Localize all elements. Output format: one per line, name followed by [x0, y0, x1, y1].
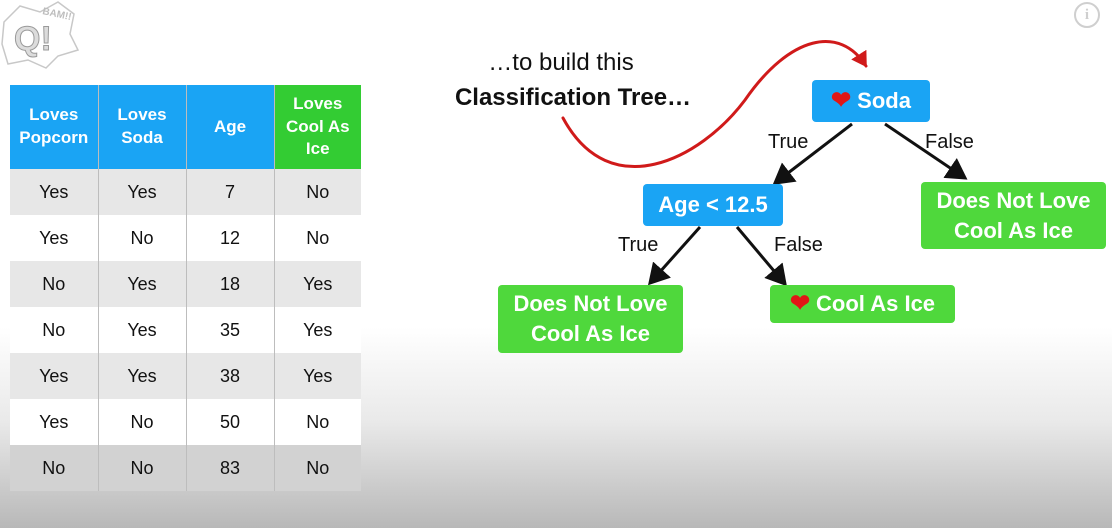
cell-age: 18 — [186, 261, 275, 307]
cell-loves-soda: Yes — [98, 169, 187, 215]
caption-line-2: Classification Tree… — [454, 84, 692, 111]
edge-root-true — [772, 122, 853, 185]
info-icon[interactable]: i — [1074, 2, 1100, 28]
root-true-label: True — [768, 131, 809, 153]
cell-loves-soda: Yes — [98, 353, 187, 399]
cell-loves-popcorn: Yes — [10, 399, 99, 445]
cell-loves-cool-as-ice: Yes — [274, 307, 361, 353]
red-curved-arrow — [561, 40, 868, 168]
leaf-age-false: ❤ Cool As Ice — [770, 285, 955, 323]
cell-age: 38 — [186, 353, 275, 399]
cell-loves-popcorn: No — [10, 307, 99, 353]
cell-loves-popcorn: Yes — [10, 215, 99, 261]
cell-age: 83 — [186, 445, 275, 491]
heart-icon: ❤ — [789, 290, 811, 317]
cell-loves-soda: No — [98, 399, 187, 445]
cell-loves-cool-as-ice: No — [274, 215, 361, 261]
cell-loves-cool-as-ice: Yes — [274, 353, 361, 399]
cell-loves-cool-as-ice: No — [274, 445, 361, 491]
cell-loves-cool-as-ice: No — [274, 169, 361, 215]
age-node: Age < 12.5 — [643, 184, 783, 226]
age-node-label: Age < 12.5 — [658, 192, 768, 217]
edge-root-false — [884, 122, 968, 180]
age-true-label: True — [618, 234, 659, 256]
cell-loves-popcorn: Yes — [10, 169, 99, 215]
cell-loves-soda: Yes — [98, 307, 187, 353]
cell-age: 35 — [186, 307, 275, 353]
cell-age: 7 — [186, 169, 275, 215]
age-false-label: False — [774, 234, 823, 256]
root-false-label: False — [925, 131, 974, 153]
cell-loves-soda: No — [98, 445, 187, 491]
cell-loves-popcorn: No — [10, 445, 99, 491]
cell-loves-cool-as-ice: Yes — [274, 261, 361, 307]
cell-loves-popcorn: No — [10, 261, 99, 307]
edge-age-false — [735, 226, 787, 287]
cell-age: 50 — [186, 399, 275, 445]
cell-age: 12 — [186, 215, 275, 261]
cell-loves-cool-as-ice: No — [274, 399, 361, 445]
leaf-age-false-label: Cool As Ice — [816, 291, 936, 316]
logo-text: Q! — [14, 20, 52, 58]
root-node-soda: ❤ Soda — [812, 80, 930, 122]
cell-loves-soda: No — [98, 215, 187, 261]
cell-loves-popcorn: Yes — [10, 353, 99, 399]
root-node-label: Soda — [857, 88, 911, 113]
edge-age-true — [648, 226, 702, 286]
caption-line-1: …to build this — [488, 49, 634, 76]
cell-loves-soda: Yes — [98, 261, 187, 307]
heart-icon: ❤ — [831, 87, 852, 114]
statquest-logo: Q! BAM!! — [1, 1, 80, 69]
header-age: Age — [186, 85, 275, 169]
